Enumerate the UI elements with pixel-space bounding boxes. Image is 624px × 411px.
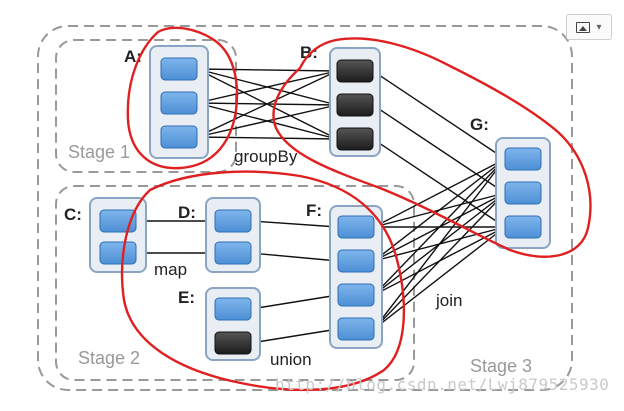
rdd-b-partition-1 <box>336 59 374 83</box>
edge-e2-f4 <box>250 326 339 344</box>
rdd-c-partition-1 <box>99 209 137 233</box>
edge-f2-g1 <box>373 158 506 262</box>
rdd-a-partition-3 <box>160 125 198 149</box>
rdd-e-partition-1 <box>214 297 252 321</box>
stage1-label: Stage 1 <box>68 142 130 162</box>
image-options-button[interactable]: ▾ <box>566 14 612 40</box>
stage2-label: Stage 2 <box>78 348 140 368</box>
rdd-e-partition-2 <box>214 331 252 355</box>
rdd-b-partition-3 <box>336 127 374 151</box>
rdd-c-partition-2 <box>99 241 137 265</box>
edge-e1-f3 <box>250 292 339 310</box>
rdd-f-partition-3 <box>337 283 375 307</box>
rdd-f-partition-4 <box>337 317 375 341</box>
annotation-loop-b-g <box>272 37 592 258</box>
edge-d2-f2 <box>250 252 339 265</box>
node-label-d: D: <box>178 203 196 222</box>
stage3-label: Stage 3 <box>470 356 532 376</box>
edge-f4-g3 <box>373 226 506 330</box>
op-label-join: join <box>435 291 462 310</box>
red-annotations <box>120 26 592 392</box>
rdd-g-partition-3 <box>504 215 542 239</box>
rdd-f-partition-1 <box>337 215 375 239</box>
edge-a2-b1 <box>196 68 338 104</box>
node-label-g: G: <box>470 115 489 134</box>
edge-a1-b1 <box>196 66 338 76</box>
edge-a3-b2 <box>196 102 338 138</box>
edge-f4-g2 <box>373 192 506 330</box>
rdd-f-container <box>329 205 383 349</box>
stage1-box <box>55 39 237 173</box>
op-label-groupby: groupBy <box>234 147 298 166</box>
dependency-edges <box>136 66 506 344</box>
rdd-d-partition-2 <box>214 241 252 265</box>
edge-b1-g1 <box>372 70 506 160</box>
rdd-f-partition-2 <box>337 249 375 273</box>
edge-a3-b3 <box>196 134 338 144</box>
annotation-loop-d-f <box>120 170 406 392</box>
op-label-union: union <box>270 350 312 369</box>
chevron-down-icon: ▾ <box>596 21 602 33</box>
edge-d1-f1 <box>250 220 339 231</box>
rdd-nodes <box>89 45 551 361</box>
annotation-loop-a <box>126 26 239 170</box>
edge-b3-g3 <box>372 138 506 228</box>
edge-f3-g1 <box>373 158 506 296</box>
image-icon <box>576 21 591 33</box>
rdd-g-partition-1 <box>504 147 542 171</box>
edge-f1-g1 <box>373 158 506 228</box>
rdd-a-partition-2 <box>160 91 198 115</box>
node-label-e: E: <box>178 288 195 307</box>
rdd-g-partition-2 <box>504 181 542 205</box>
edge-f4-g1 <box>373 158 506 330</box>
node-label-c: C: <box>64 205 82 224</box>
rdd-a-partition-1 <box>160 57 198 81</box>
edge-b2-g2 <box>372 104 506 194</box>
stage2-box <box>55 185 415 381</box>
edge-a3-b1 <box>196 70 338 138</box>
rdd-d-partition-1 <box>214 209 252 233</box>
node-label-b: B: <box>300 43 318 62</box>
op-label-map: map <box>154 260 187 279</box>
node-label-f: F: <box>306 201 322 220</box>
rdd-b-partition-2 <box>336 93 374 117</box>
watermark: http://blog.csdn.net/Lwj879525930 <box>275 375 610 394</box>
